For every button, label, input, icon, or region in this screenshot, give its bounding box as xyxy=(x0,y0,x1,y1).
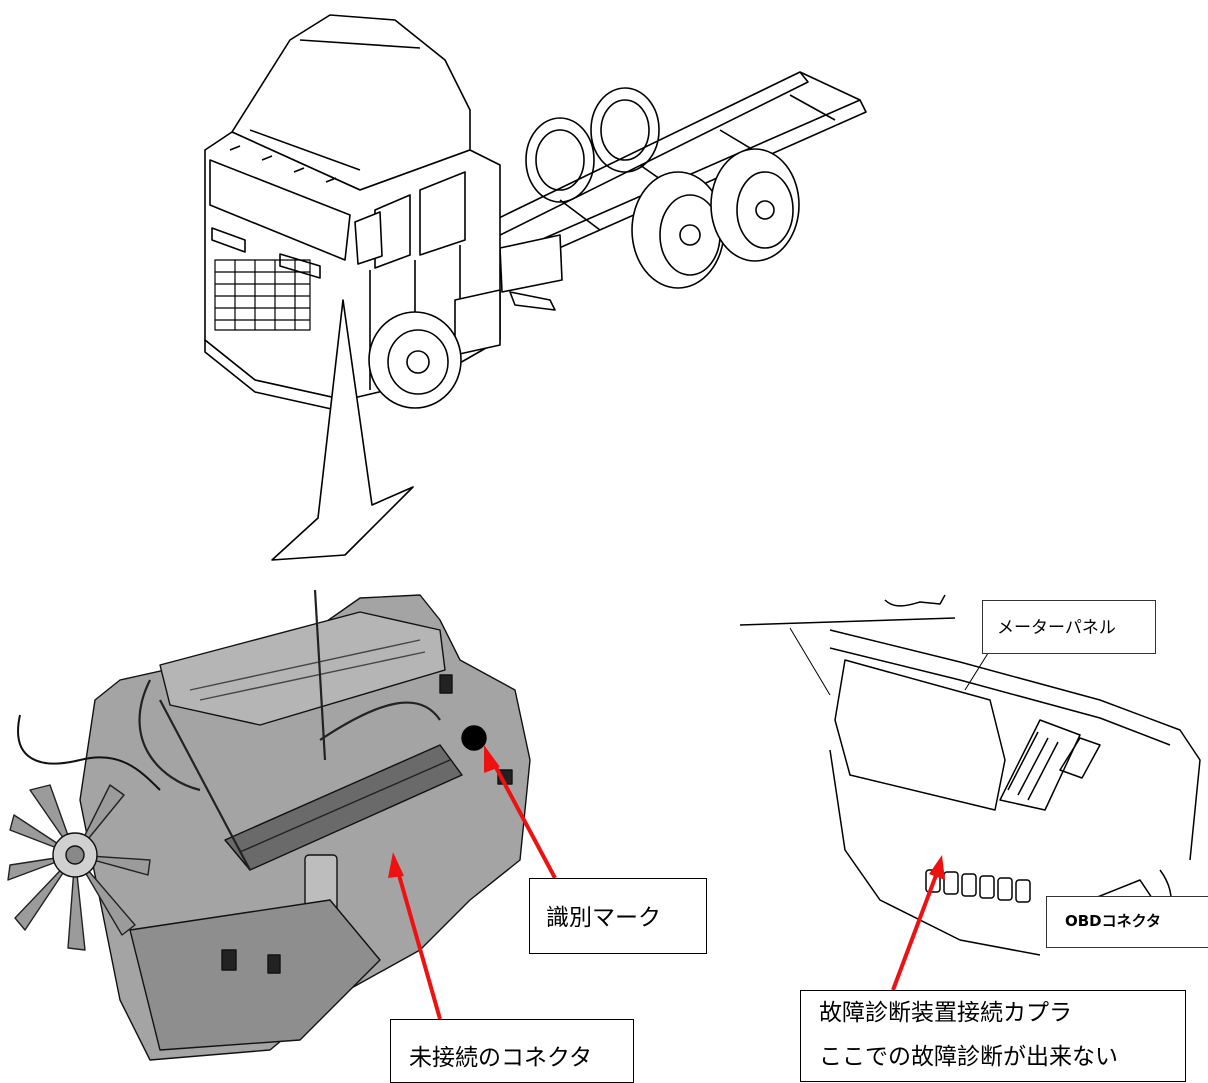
truck-illustration xyxy=(204,14,867,413)
engine-illustration xyxy=(7,589,531,1061)
obd-connector-text: OBDコネクタ xyxy=(1065,912,1162,930)
red-arrows xyxy=(388,745,945,1020)
obd-connector-label: OBDコネクタ xyxy=(1046,896,1208,948)
pointer-arrow xyxy=(271,299,414,561)
unconnected-connector-label: 未接続のコネクタ xyxy=(390,1019,634,1083)
identification-mark-dot xyxy=(461,725,487,751)
identification-mark-label: 識別マーク xyxy=(529,878,707,954)
diagnostic-coupler-label: 故障診断装置接続カプラ ここでの故障診断が出来ない xyxy=(800,990,1186,1082)
obd-switch-row xyxy=(925,869,1031,903)
meter-panel-label: メーターパネル xyxy=(982,600,1156,654)
unconnected-connector-text: 未接続のコネクタ xyxy=(409,1045,593,1071)
meter-panel-text: メーターパネル xyxy=(997,618,1116,638)
diagnostic-coupler-line1: 故障診断装置接続カプラ xyxy=(819,1000,1072,1026)
identification-mark-text: 識別マーク xyxy=(546,905,661,931)
diagnostic-coupler-line2: ここでの故障診断が出来ない xyxy=(819,1044,1118,1070)
